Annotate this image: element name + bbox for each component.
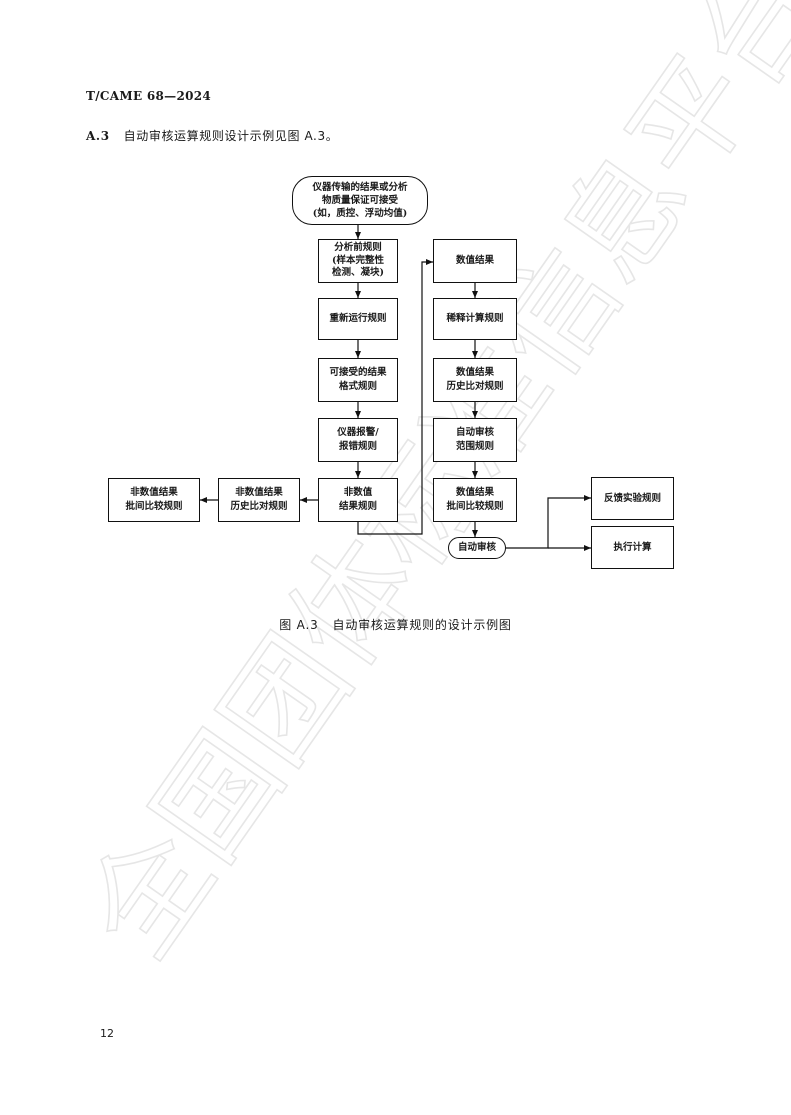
flow-node-dilution-rules: 稀释计算规则 xyxy=(433,298,517,340)
flow-node-auto-review: 自动审核 xyxy=(448,537,506,559)
flow-node-numeric-result: 数值结果 xyxy=(433,239,517,283)
figure-caption: 图 A.3 自动审核运算规则的设计示例图 xyxy=(0,616,791,633)
flow-node-auto-review-range-rules: 自动审核 范围规则 xyxy=(433,418,517,462)
flow-node-numeric-batch-rules: 数值结果 批间比较规则 xyxy=(433,478,517,522)
flow-node-numeric-history-rules: 数值结果 历史比对规则 xyxy=(433,358,517,402)
flow-node-non-numeric-history-rules: 非数值结果 历史比对规则 xyxy=(218,478,300,522)
flow-node-non-numeric-batch-rules: 非数值结果 批间比较规则 xyxy=(108,478,200,522)
arrow-to-numeric-result xyxy=(357,259,433,535)
flow-node-non-numeric-rules: 非数值 结果规则 xyxy=(318,478,398,522)
arrow-autoreview-to-reflex xyxy=(506,495,591,549)
flow-node-instrument-alarm-rules: 仪器报警/ 报错规则 xyxy=(318,418,398,462)
flow-node-pre-analysis-rules: 分析前规则 (样本完整性 检测、凝块) xyxy=(318,239,398,283)
figure-number: 图 A.3 xyxy=(279,618,319,632)
section-text: 自动审核运算规则设计示例见图 A.3。 xyxy=(123,129,339,143)
figure-title: 自动审核运算规则的设计示例图 xyxy=(332,618,512,632)
section-heading: A.3 自动审核运算规则设计示例见图 A.3。 xyxy=(86,127,338,144)
page-number: 12 xyxy=(100,1027,114,1040)
section-number: A.3 xyxy=(86,129,110,143)
flow-node-execute-calculation: 执行计算 xyxy=(591,526,674,569)
document-id: T/CAME 68—2024 xyxy=(86,89,212,103)
flow-node-rerun-rules: 重新运行规则 xyxy=(318,298,398,340)
flow-node-acceptable-format-rules: 可接受的结果 格式规则 xyxy=(318,358,398,402)
flow-node-start: 仪器传输的结果或分析 物质量保证可接受 (如，质控、浮动均值) xyxy=(292,176,428,225)
flow-node-reflex-test-rules: 反馈实验规则 xyxy=(591,477,674,520)
